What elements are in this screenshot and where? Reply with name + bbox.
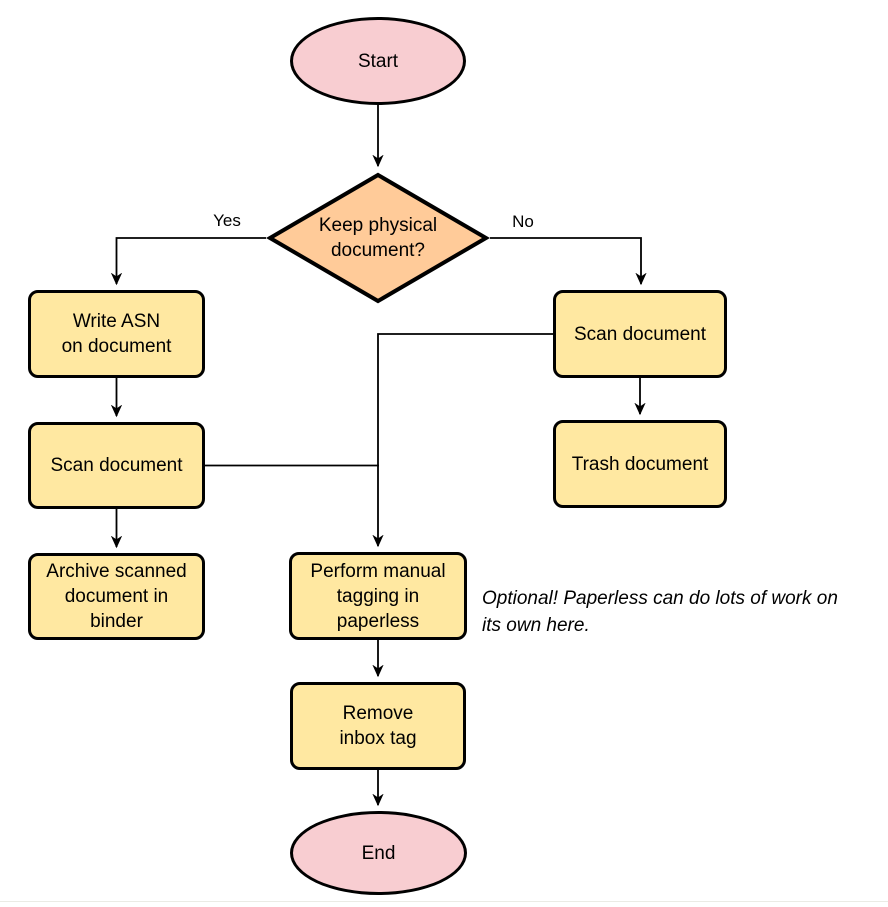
node-end-label: End (361, 842, 396, 864)
node-scan-document-right: Scan document (553, 290, 727, 378)
edge-decision-no-to-scan-right (490, 237, 641, 284)
node-scan-document-left: Scan document (28, 422, 205, 509)
node-manual-tagging: Perform manual tagging in paperless (289, 552, 467, 640)
node-remove-inbox-tag-label: Remove inbox tag (339, 703, 417, 749)
node-write-asn-label: Write ASN on document (61, 311, 172, 357)
node-write-asn: Write ASN on document (28, 290, 205, 378)
node-start-label: Start (357, 50, 399, 72)
node-manual-tagging-label: Perform manual tagging in paperless (310, 560, 446, 632)
node-start-terminal: Start (290, 17, 466, 105)
node-end-terminal: End (290, 811, 467, 895)
diamond-shape (266, 172, 490, 304)
edge-decision-yes-to-write-asn (117, 237, 266, 284)
annotation-line2: its own here. (482, 615, 590, 636)
annotation-line1: Optional! Paperless can do lots of work … (482, 588, 838, 609)
node-scan-document-left-label: Scan document (50, 455, 183, 476)
node-trash-document: Trash document (553, 420, 727, 508)
node-decision-keep-physical: Keep physical document? (266, 172, 490, 304)
bottom-divider-line (0, 901, 888, 902)
node-archive-in-binder: Archive scanned document in binder (28, 553, 205, 640)
node-trash-document-label: Trash document (571, 453, 709, 475)
edge-label-no: No (512, 212, 534, 231)
node-scan-document-right-label: Scan document (573, 323, 707, 345)
edge-scan-right-to-tagging (378, 333, 553, 546)
node-remove-inbox-tag: Remove inbox tag (290, 682, 466, 770)
annotation-optional-note: Optional! Paperless can do lots of work … (482, 585, 886, 639)
edge-label-yes: Yes (213, 211, 241, 230)
node-archive-in-binder-label: Archive scanned document in binder (46, 561, 187, 632)
node-decision-label: Keep physical document? (318, 215, 438, 261)
